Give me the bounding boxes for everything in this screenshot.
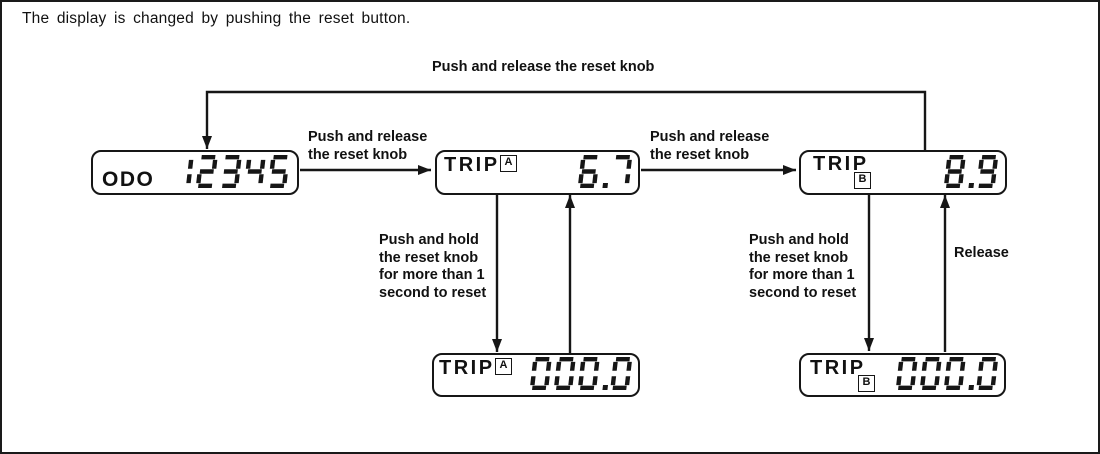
tripb-hold-line3: for more than 1 bbox=[749, 267, 855, 283]
trip-a-reset-value bbox=[529, 357, 633, 391]
step2-line2: the reset knob bbox=[650, 146, 750, 163]
trip-a-display: TRIP A bbox=[435, 150, 640, 195]
loop-arrow-label: Push and release the reset knob bbox=[432, 59, 655, 75]
trip-a-label: TRIP bbox=[444, 154, 500, 176]
step2-line1: Push and release bbox=[650, 129, 770, 145]
step1-arrow-label: Push and release the reset knob bbox=[308, 129, 427, 164]
tripa-hold-line1: Push and hold bbox=[379, 232, 479, 248]
trip-a-value bbox=[577, 155, 633, 189]
tripa-hold-line4: second to reset bbox=[379, 284, 487, 301]
trip-a-reset-label: TRIP bbox=[439, 357, 495, 379]
trip-b-reset-indicator: B bbox=[858, 375, 875, 392]
trip-b-reset-label: TRIP bbox=[810, 357, 866, 379]
trip-b-value bbox=[943, 155, 999, 189]
step1-line2: the reset knob bbox=[308, 146, 408, 163]
odo-value bbox=[172, 155, 290, 189]
trip-a-reset-indicator: A bbox=[495, 358, 512, 375]
trip-b-display: TRIP B bbox=[799, 150, 1007, 195]
trip-a-indicator: A bbox=[500, 155, 517, 172]
odo-display: ODO bbox=[91, 150, 299, 195]
trip-b-indicator: B bbox=[854, 172, 871, 189]
trip-a-reset-display: TRIP A bbox=[432, 353, 640, 397]
trip-b-reset-value bbox=[895, 357, 999, 391]
tripa-hold-line2: the reset knob bbox=[379, 249, 479, 266]
tripb-hold-label: Push and hold the reset knob for more th… bbox=[749, 232, 856, 302]
tripa-hold-line3: for more than 1 bbox=[379, 267, 485, 283]
release-arrow-label: Release bbox=[954, 245, 1009, 261]
tripb-hold-line4: second to reset bbox=[749, 284, 857, 301]
step1-line1: Push and release bbox=[308, 129, 428, 145]
page-title: The display is changed by pushing the re… bbox=[22, 10, 411, 27]
tripb-hold-line2: the reset knob bbox=[749, 249, 849, 266]
step2-arrow-label: Push and release the reset knob bbox=[650, 129, 769, 164]
tripa-hold-label: Push and hold the reset knob for more th… bbox=[379, 232, 486, 302]
trip-b-reset-display: TRIP B bbox=[799, 353, 1006, 397]
trip-b-label: TRIP bbox=[813, 153, 869, 175]
odo-label: ODO bbox=[102, 168, 155, 191]
tripb-hold-line1: Push and hold bbox=[749, 232, 849, 248]
